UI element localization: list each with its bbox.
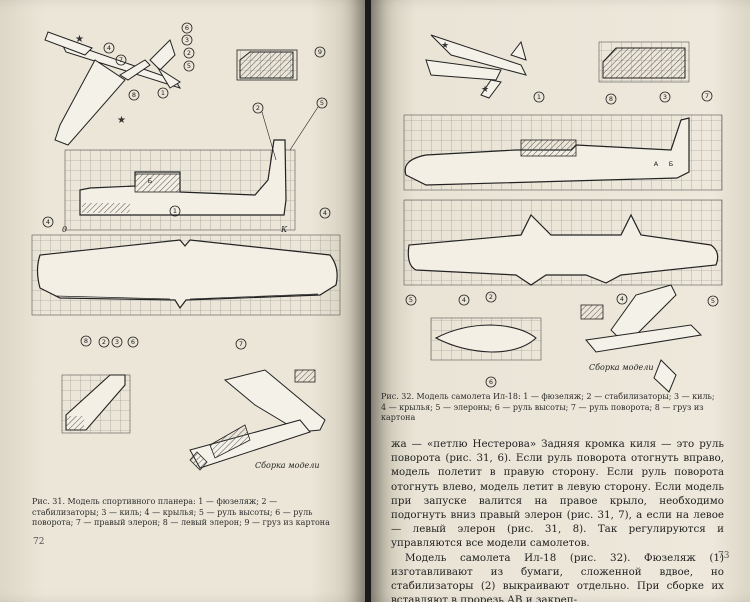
svg-text:4: 4 <box>107 44 111 52</box>
svg-text:4: 4 <box>620 295 624 303</box>
svg-text:6: 6 <box>131 338 135 346</box>
svg-text:5: 5 <box>320 99 324 107</box>
svg-text:★: ★ <box>117 115 126 126</box>
svg-text:8: 8 <box>132 91 136 99</box>
page-number-left: 72 <box>33 537 45 547</box>
svg-text:5: 5 <box>409 296 413 304</box>
tail-template-grid: 2 3 6 <box>61 336 139 434</box>
svg-text:2: 2 <box>102 338 106 346</box>
page-number-right: 73 <box>718 551 730 561</box>
svg-text:3: 3 <box>185 36 189 44</box>
figure-31-caption: Рис. 31. Модель спортивного планера: 1 —… <box>32 497 330 527</box>
svg-text:Б: Б <box>669 160 673 168</box>
svg-text:А: А <box>654 160 659 168</box>
svg-text:7: 7 <box>705 92 709 100</box>
left-page: ★ ★ 4 7 8 1 6 3 2 5 9 <box>0 0 365 602</box>
svg-text:4: 4 <box>323 209 327 217</box>
figure-31: ★ ★ 4 7 8 1 6 3 2 5 9 <box>31 22 341 471</box>
weight-template-grid-right: 8 <box>598 41 690 105</box>
svg-text:5: 5 <box>711 297 715 305</box>
weight-template-grid: 9 <box>236 46 326 81</box>
book-gutter <box>365 0 371 602</box>
svg-text:★: ★ <box>481 85 489 95</box>
figure-32: ★ ★ 8 А Б 1 3 7 5 4 <box>403 34 723 393</box>
svg-text:Сборка модели: Сборка модели <box>589 363 654 372</box>
svg-text:0: 0 <box>62 225 67 234</box>
body-text: жа — «петлю Нестерова» Задняя кромка кил… <box>391 437 724 602</box>
callouts-top-left: 4 7 8 1 6 3 2 5 <box>103 22 195 101</box>
il18-perspective-drawing: ★ ★ <box>425 34 527 99</box>
svg-text:4: 4 <box>462 296 466 304</box>
svg-text:★: ★ <box>75 34 84 45</box>
il18-assembly-drawing: Сборка модели <box>580 284 703 393</box>
glider-assembly-drawing: Сборка модели <box>189 369 326 471</box>
wing-template-grid-right: 5 4 4 5 <box>403 199 723 307</box>
svg-text:2: 2 <box>489 293 493 301</box>
stabilizer-template-grid-right: 2 6 <box>430 291 542 388</box>
svg-text:Сборка модели: Сборка модели <box>255 461 320 470</box>
svg-text:4: 4 <box>46 218 50 226</box>
svg-text:3: 3 <box>663 93 667 101</box>
svg-text:6: 6 <box>489 378 493 386</box>
wing-template-grid: 4 4 8 7 <box>31 207 341 350</box>
svg-text:5: 5 <box>187 62 191 70</box>
svg-text:3: 3 <box>115 338 119 346</box>
svg-text:7: 7 <box>239 340 243 348</box>
svg-text:Б: Б <box>148 177 152 185</box>
svg-text:1: 1 <box>173 207 177 215</box>
body-paragraph-2: Модель самолета Ил-18 (рис. 32). Фюзеляж… <box>391 551 724 602</box>
fuselage-template-grid-right: А Б 1 3 7 <box>403 90 723 191</box>
body-paragraph-1: жа — «петлю Нестерова» Задняя кромка кил… <box>391 438 724 550</box>
svg-text:К: К <box>280 225 288 234</box>
svg-text:8: 8 <box>609 95 613 103</box>
svg-text:6: 6 <box>185 24 189 32</box>
svg-text:2: 2 <box>187 49 191 57</box>
svg-text:7: 7 <box>119 56 123 64</box>
right-page: ★ ★ 8 А Б 1 3 7 5 4 <box>371 0 750 602</box>
glider-perspective-drawing: ★ ★ <box>44 31 182 146</box>
fuselage-template-grid: Б 0 К 2 5 1 <box>62 97 328 234</box>
svg-text:8: 8 <box>84 337 88 345</box>
svg-text:★: ★ <box>441 41 449 51</box>
svg-text:9: 9 <box>318 48 322 56</box>
svg-text:2: 2 <box>256 104 260 112</box>
svg-text:1: 1 <box>161 89 165 97</box>
figure-32-caption: Рис. 32. Модель самолета Ил-18: 1 — фюзе… <box>381 392 715 422</box>
svg-text:1: 1 <box>537 93 541 101</box>
